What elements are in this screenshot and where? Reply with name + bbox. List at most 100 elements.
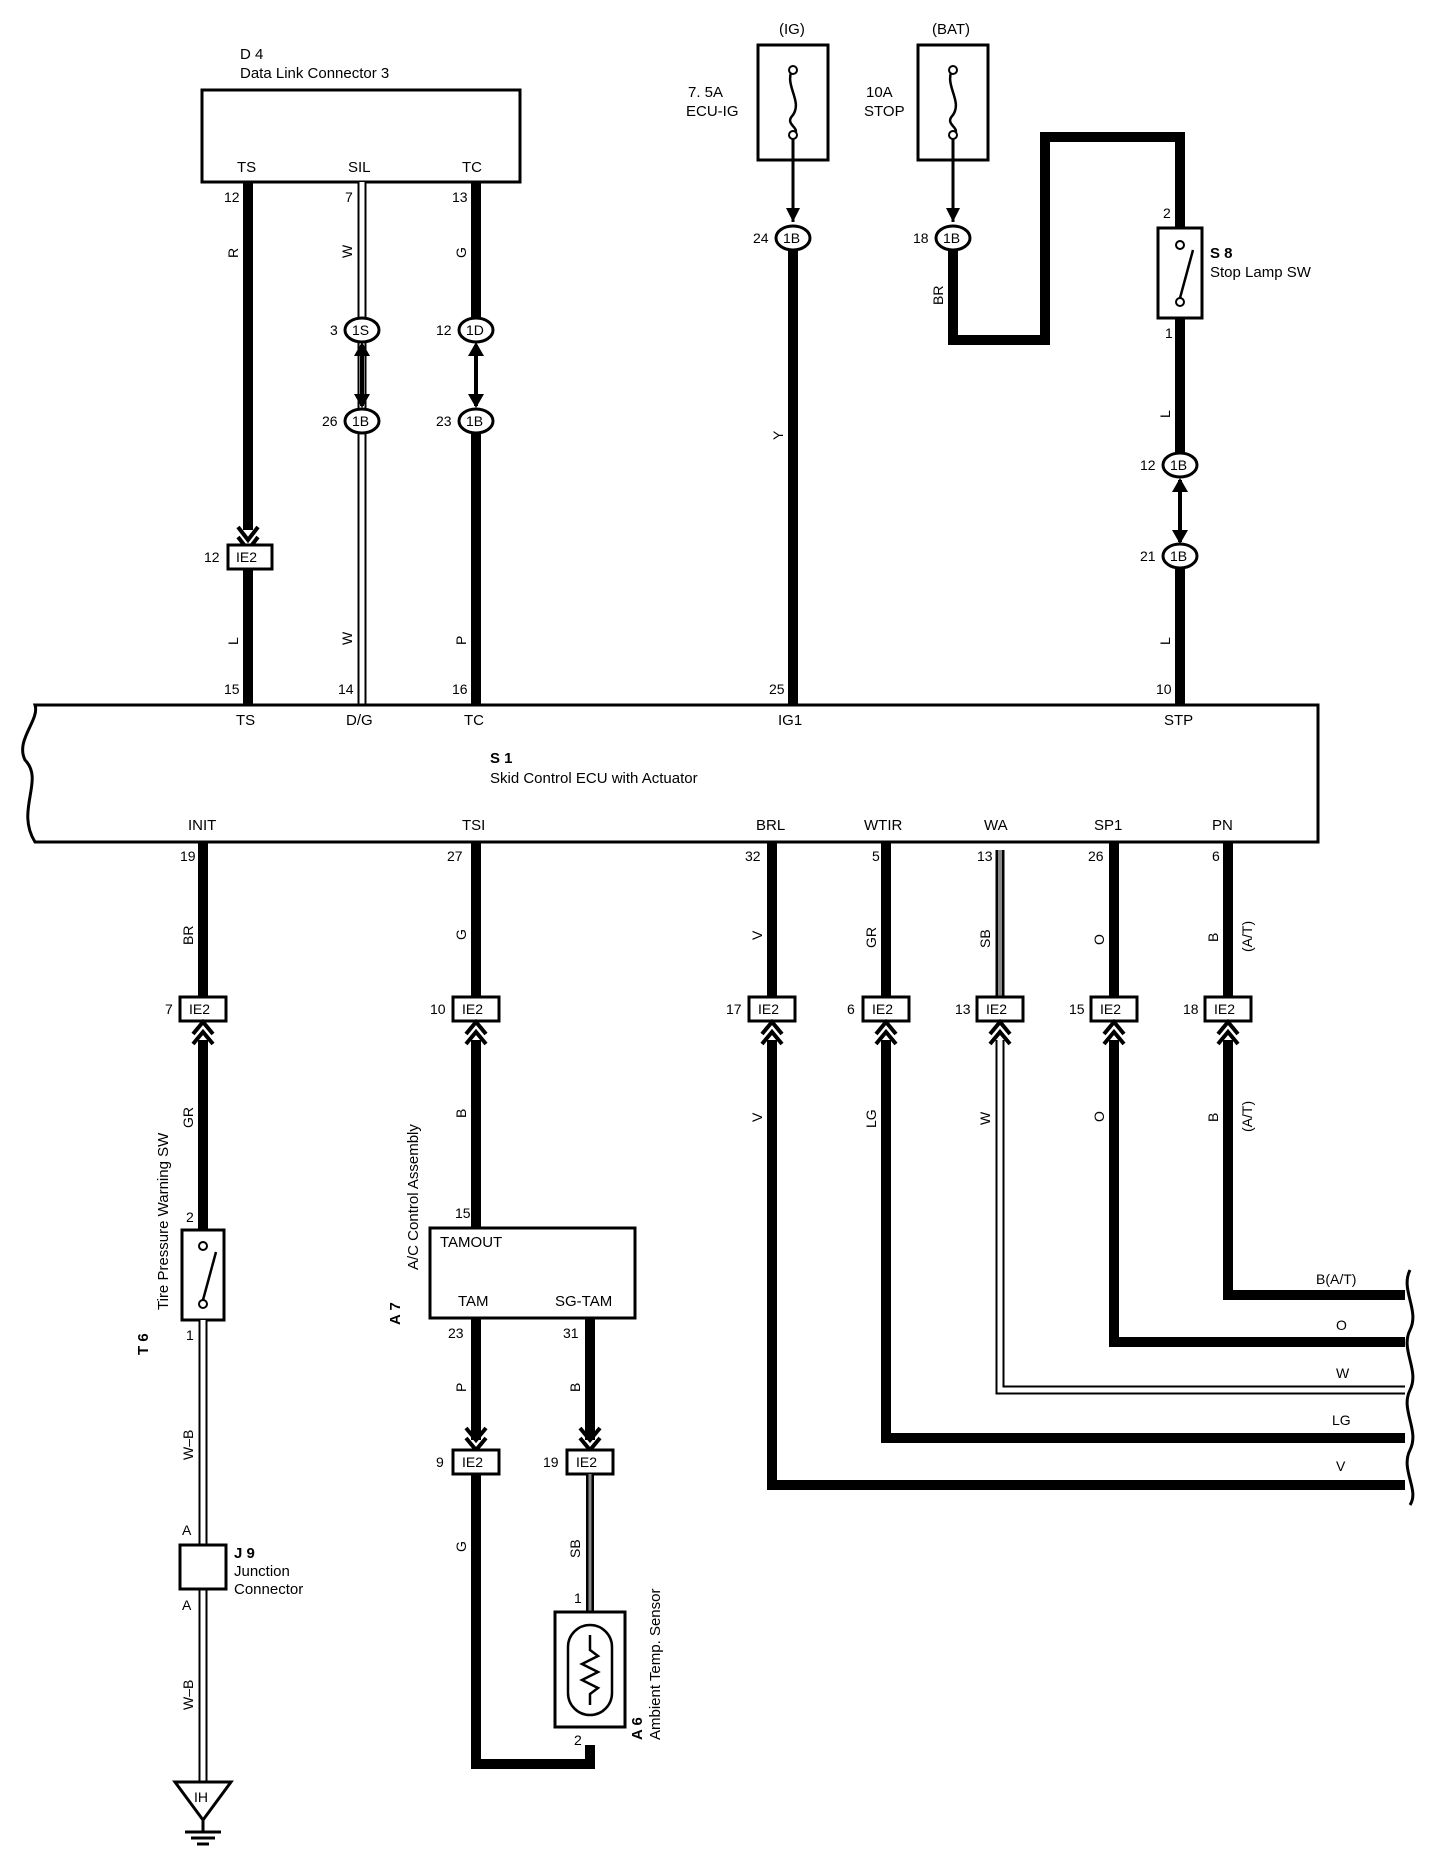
- stop-lamp-code: S 8: [1210, 245, 1233, 262]
- ecu-name: Skid Control ECU with Actuator: [490, 770, 698, 787]
- connector-1b: [1161, 451, 1199, 479]
- connector-ie2: [226, 543, 274, 571]
- switch-contact: [198, 1241, 208, 1251]
- ecu-pin-sp1: SP1: [1094, 817, 1122, 834]
- pin-number: 26: [1088, 848, 1104, 864]
- wire-color-label: G: [453, 247, 469, 258]
- wire-stp: L 1B 12 1B 21 L: [1140, 318, 1199, 705]
- pin-number: 21: [1140, 548, 1156, 564]
- connector-1b: [1161, 542, 1199, 570]
- pin-number: 15: [1069, 1001, 1085, 1017]
- wire-init: IE2 7 19 BR GR: [165, 842, 228, 1230]
- ac-name: A/C Control Assembly: [405, 1124, 422, 1270]
- wire-wb: W–B A A J 9 Junction Connector W–B IH: [172, 1320, 303, 1846]
- connector-label: IE2: [1100, 1001, 1121, 1017]
- pin-number: 16: [452, 681, 468, 697]
- ac-pin-sgtam: SG-TAM: [555, 1293, 612, 1310]
- fuse-stop: (BAT) 10A STOP: [864, 21, 990, 162]
- dlc-pin-ts: TS: [237, 159, 256, 176]
- fuse-terminal: [948, 65, 958, 75]
- wire-color-label: B: [453, 1109, 469, 1118]
- switch-icon: [1178, 249, 1195, 299]
- wire-color-label: V: [1336, 1458, 1346, 1474]
- arrow-down-icon: [354, 394, 370, 408]
- connector-label: 1S: [352, 322, 369, 338]
- arrow-down-icon: [464, 1426, 488, 1444]
- pin-number: 27: [447, 848, 463, 864]
- pin-number: 13: [452, 189, 468, 205]
- arrow-up-icon: [988, 1018, 1012, 1036]
- wire-pn: 6 B (A/T) IE2 18 B (A/T) B(A/T): [1183, 842, 1405, 1300]
- wire-color-label: GR: [863, 927, 879, 948]
- wire-segment: [767, 1040, 1405, 1490]
- wire-segment: [1109, 1040, 1405, 1347]
- wire-segment: [948, 132, 1185, 345]
- fuse-terminal: [788, 65, 798, 75]
- wire-color-label: W–B: [180, 1680, 196, 1710]
- fuse-rating: 7. 5A: [688, 84, 723, 101]
- connector-ie2: [178, 995, 228, 1023]
- wire-note: (A/T): [1239, 1101, 1255, 1132]
- connector-label: IE2: [986, 1001, 1007, 1017]
- wire-color-label: LG: [1332, 1412, 1351, 1428]
- fuse-source: (IG): [779, 21, 805, 38]
- pin-number: 23: [436, 413, 452, 429]
- fuse-terminal: [948, 130, 958, 140]
- switch-icon: [201, 1251, 218, 1301]
- connector-label: 1B: [1170, 548, 1187, 564]
- connector-label: 1B: [783, 230, 800, 246]
- ecu-pin-pn: PN: [1212, 817, 1233, 834]
- connector-label: IE2: [576, 1454, 597, 1470]
- fuse-icon: [948, 67, 958, 137]
- connector-label: IE2: [1214, 1001, 1235, 1017]
- ecu-pin-wtir: WTIR: [864, 817, 902, 834]
- ac-box: [428, 1226, 637, 1320]
- connector-label: IE2: [758, 1001, 779, 1017]
- arrow-up-icon: [464, 1018, 488, 1036]
- ecu-pin-init: INIT: [188, 817, 216, 834]
- pin-number: 12: [224, 189, 240, 205]
- wire-segment: [471, 1474, 595, 1769]
- arrow-up-icon: [464, 1028, 488, 1046]
- tpw-name: Tire Pressure Warning SW: [155, 1132, 172, 1310]
- connector-label: IE2: [236, 549, 257, 565]
- wire-color-label: G: [453, 929, 469, 940]
- connector-label: 1B: [1170, 457, 1187, 473]
- arrow-up-icon: [874, 1028, 898, 1046]
- connector-label: 1B: [466, 413, 483, 429]
- arrow-up-icon: [191, 1018, 215, 1036]
- wire-wtir: 5 GR IE2 6 LG LG: [847, 842, 1405, 1443]
- stop-lamp-name: Stop Lamp SW: [1210, 264, 1312, 281]
- wire-color-label: W: [977, 1111, 993, 1125]
- tire-pressure-warning-switch: 2 1 T 6 Tire Pressure Warning SW: [135, 1132, 226, 1355]
- pin-number: 19: [543, 1454, 559, 1470]
- wire-sp1: 26 O IE2 15 O O: [1069, 842, 1405, 1347]
- wire-sgtam: 31 B IE2 19 SB 1: [543, 1318, 615, 1612]
- arrow-down-icon: [946, 208, 960, 222]
- pin-number: 6: [847, 1001, 855, 1017]
- ecu-pin-ts: TS: [236, 712, 255, 729]
- wire-color-label: O: [1091, 1111, 1107, 1122]
- pin-number: 2: [1163, 205, 1171, 221]
- stop-lamp-switch: 2 1 S 8 Stop Lamp SW: [1156, 205, 1312, 341]
- pin-number: 31: [563, 1325, 579, 1341]
- ecu-pin-dg: D/G: [346, 712, 373, 729]
- arrow-up-icon: [1216, 1018, 1240, 1036]
- wire-segment: [997, 1040, 1405, 1393]
- ground-icon: [172, 1780, 234, 1823]
- wire-color-label: W: [1336, 1365, 1350, 1381]
- connector-ie2: [1089, 995, 1139, 1023]
- pin-number: 1: [186, 1327, 194, 1343]
- pin-number: 18: [913, 230, 929, 246]
- pin-number: 2: [186, 1209, 194, 1225]
- wire-segment: [1223, 1040, 1405, 1300]
- pin-number: 12: [1140, 457, 1156, 473]
- pin-number: 14: [338, 681, 354, 697]
- pin-number: 26: [322, 413, 338, 429]
- junction-box: [178, 1543, 228, 1591]
- wire-color-label: SB: [567, 1539, 583, 1558]
- wire-color-label: B(A/T): [1316, 1271, 1356, 1287]
- wire-color-label: G: [453, 1541, 469, 1552]
- connector-label: 1B: [943, 230, 960, 246]
